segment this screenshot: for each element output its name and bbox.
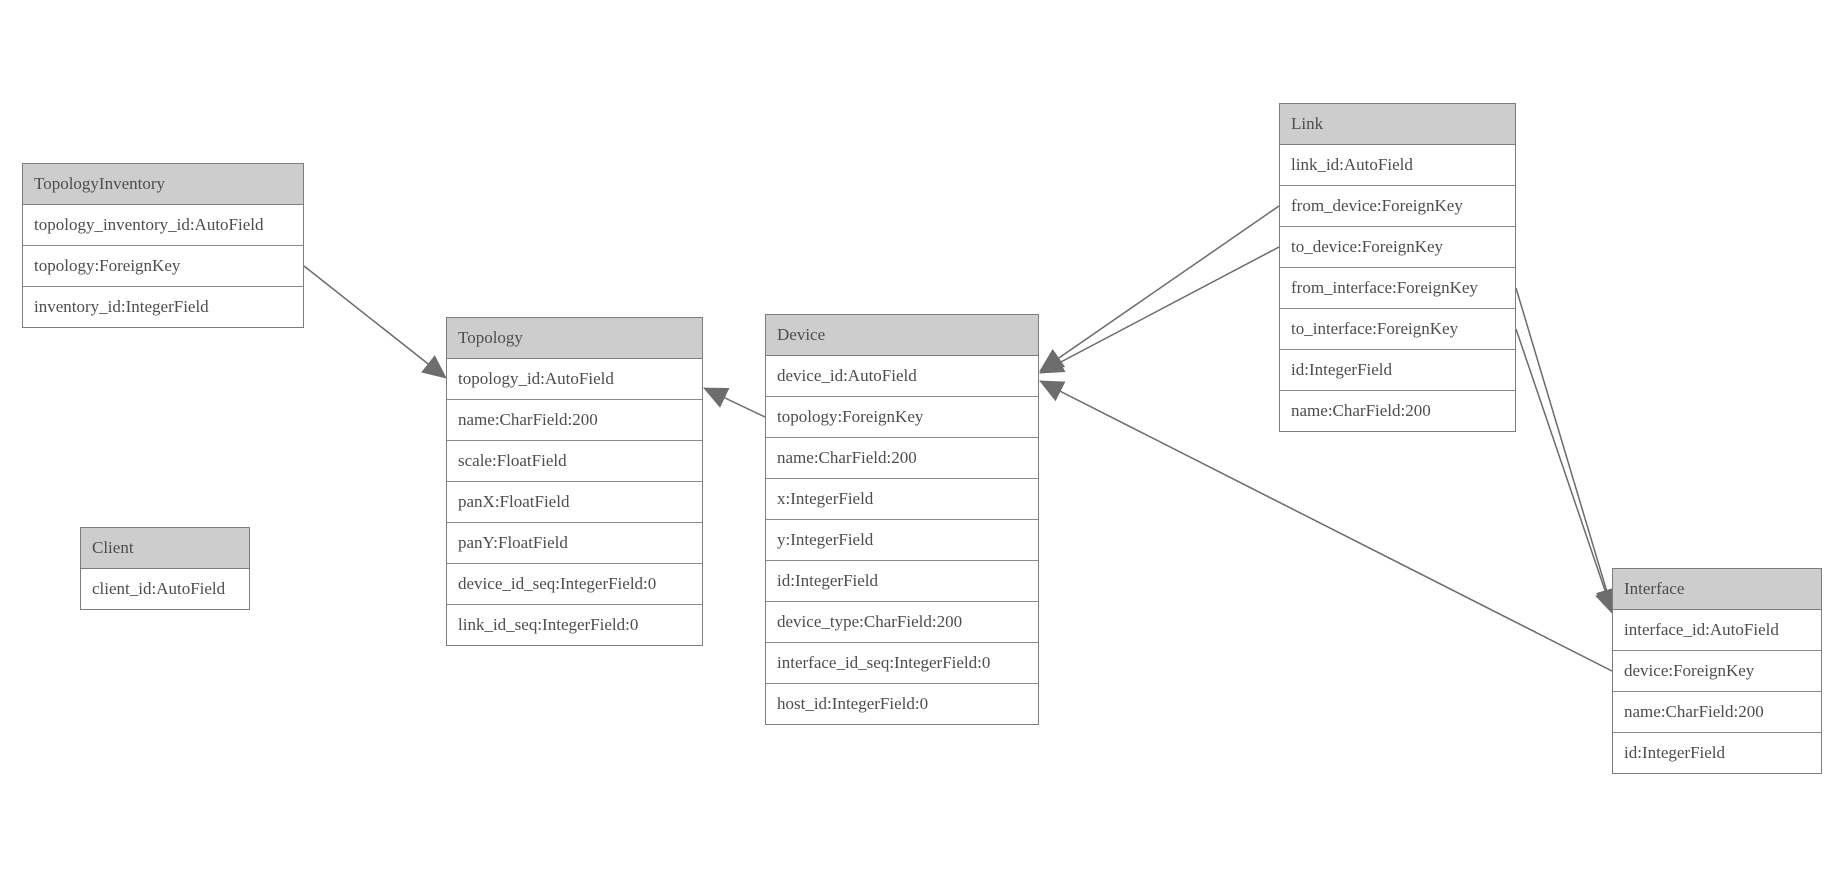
entity-field: topology_inventory_id:AutoField <box>23 205 303 245</box>
entity-field: name:CharField:200 <box>766 437 1038 478</box>
entity-field: id:IntegerField <box>766 560 1038 601</box>
entity-field: interface_id_seq:IntegerField:0 <box>766 642 1038 683</box>
entity-field: to_device:ForeignKey <box>1280 226 1515 267</box>
entity-field: link_id:AutoField <box>1280 145 1515 185</box>
entity-field: name:CharField:200 <box>1613 691 1821 732</box>
entity-field: id:IntegerField <box>1613 732 1821 773</box>
entity-title: Interface <box>1613 569 1821 610</box>
entity-field: interface_id:AutoField <box>1613 610 1821 650</box>
connection-link-from_interface-to-interface <box>1515 287 1617 613</box>
entity-field: id:IntegerField <box>1280 349 1515 390</box>
entity-field: topology_id:AutoField <box>447 359 702 399</box>
connection-link-to_device-to-device <box>1039 246 1280 374</box>
entity-title: TopologyInventory <box>23 164 303 205</box>
entity-field: link_id_seq:IntegerField:0 <box>447 604 702 645</box>
entity-field: host_id:IntegerField:0 <box>766 683 1038 724</box>
entity-field: name:CharField:200 <box>1280 390 1515 431</box>
connection-interface-device-to-device <box>1039 380 1613 672</box>
entity-field: device_id:AutoField <box>766 356 1038 396</box>
entity-field: from_device:ForeignKey <box>1280 185 1515 226</box>
entity-field: y:IntegerField <box>766 519 1038 560</box>
entity-field: name:CharField:200 <box>447 399 702 440</box>
entity-title: Topology <box>447 318 702 359</box>
entity-field: client_id:AutoField <box>81 569 249 609</box>
connection-topologyinventory-topology-to-topology <box>303 265 447 379</box>
entity-field: device:ForeignKey <box>1613 650 1821 691</box>
entity-field: scale:FloatField <box>447 440 702 481</box>
entity-field: topology:ForeignKey <box>23 245 303 286</box>
connection-device-topology-to-topology <box>703 387 766 418</box>
connection-link-to_interface-to-interface <box>1515 328 1617 615</box>
entity-field: topology:ForeignKey <box>766 396 1038 437</box>
entity-field: panY:FloatField <box>447 522 702 563</box>
entity-field: device_type:CharField:200 <box>766 601 1038 642</box>
connection-link-from_device-to-device <box>1039 205 1280 372</box>
entity-title: Device <box>766 315 1038 356</box>
entity-field: to_interface:ForeignKey <box>1280 308 1515 349</box>
entity-field: x:IntegerField <box>766 478 1038 519</box>
entity-field: inventory_id:IntegerField <box>23 286 303 327</box>
entity-field: device_id_seq:IntegerField:0 <box>447 563 702 604</box>
entity-title: Link <box>1280 104 1515 145</box>
entity-title: Client <box>81 528 249 569</box>
entity-field: panX:FloatField <box>447 481 702 522</box>
entity-field: from_interface:ForeignKey <box>1280 267 1515 308</box>
